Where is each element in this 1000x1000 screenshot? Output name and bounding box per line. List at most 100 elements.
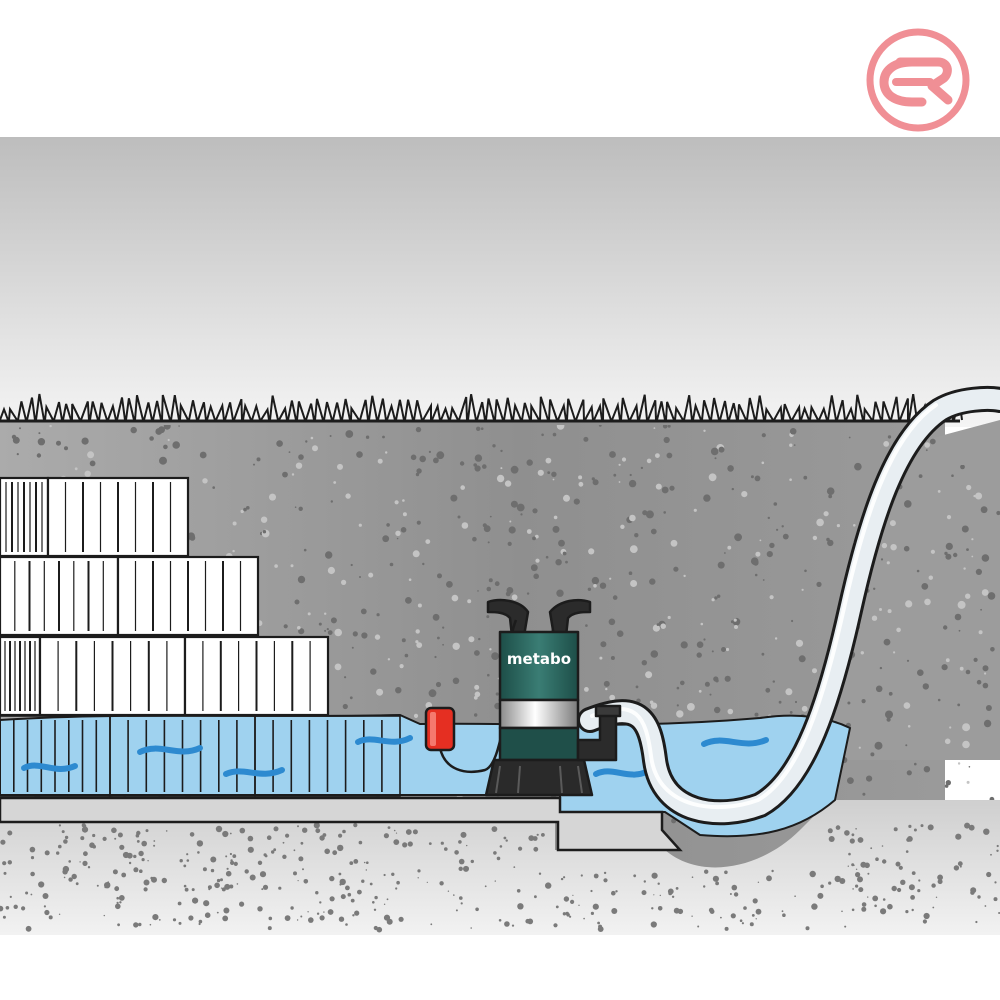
soil-speckle bbox=[347, 892, 352, 897]
soil-speckle bbox=[236, 883, 239, 885]
soil-speckle bbox=[911, 871, 916, 875]
soil-speckle bbox=[220, 878, 223, 882]
soil-speckle bbox=[323, 911, 325, 913]
soil-speckle bbox=[643, 880, 646, 883]
soil-speckle bbox=[905, 600, 913, 608]
soil-speckle bbox=[729, 893, 732, 895]
soil-speckle bbox=[374, 895, 378, 900]
soil-speckle bbox=[271, 850, 275, 854]
soil-speckle bbox=[883, 638, 891, 646]
soil-speckle bbox=[25, 925, 32, 932]
soil-speckle bbox=[510, 500, 518, 508]
soil-speckle bbox=[635, 685, 639, 689]
soil-speckle bbox=[887, 903, 893, 910]
soil-speckle bbox=[286, 918, 289, 921]
soil-speckle bbox=[7, 830, 13, 836]
soil-speckle bbox=[971, 555, 974, 558]
soil-speckle bbox=[663, 436, 670, 444]
soil-speckle bbox=[366, 861, 369, 864]
soil-speckle bbox=[874, 904, 877, 908]
soil-speckle bbox=[891, 885, 897, 892]
soil-speckle bbox=[945, 658, 950, 663]
soil-speckle bbox=[454, 850, 459, 855]
concrete-slab bbox=[0, 796, 683, 852]
soil-speckle bbox=[534, 895, 537, 899]
soil-speckle bbox=[319, 901, 322, 904]
soil-speckle bbox=[37, 438, 46, 446]
soil-speckle bbox=[473, 695, 478, 700]
soil-speckle bbox=[641, 890, 647, 896]
soil-speckle bbox=[488, 578, 493, 583]
soil-speckle bbox=[43, 905, 47, 908]
soil-speckle bbox=[474, 465, 481, 472]
soil-speckle bbox=[964, 822, 971, 829]
soil-speckle bbox=[937, 874, 943, 881]
soil-speckle bbox=[925, 449, 928, 452]
soil-speckle bbox=[373, 908, 377, 911]
soil-speckle bbox=[415, 426, 422, 433]
soil-speckle bbox=[890, 544, 897, 551]
soil-speckle bbox=[739, 919, 743, 922]
soil-speckle bbox=[300, 841, 304, 845]
soil-speckle bbox=[981, 589, 989, 596]
soil-speckle bbox=[711, 650, 714, 653]
soil-speckle bbox=[893, 827, 898, 832]
soil-speckle bbox=[937, 698, 941, 702]
soil-speckle bbox=[874, 741, 883, 750]
soil-speckle bbox=[5, 906, 10, 910]
soil-speckle bbox=[64, 835, 69, 840]
soil-speckle bbox=[693, 508, 697, 512]
soil-speckle bbox=[460, 485, 466, 490]
soil-speckle bbox=[966, 484, 972, 491]
soil-speckle bbox=[931, 883, 936, 888]
soil-speckle bbox=[811, 903, 818, 910]
soil-speckle bbox=[56, 440, 61, 446]
soil-speckle bbox=[565, 560, 568, 564]
soil-speckle bbox=[963, 567, 966, 570]
soil-speckle bbox=[870, 847, 873, 850]
soil-speckle bbox=[141, 840, 147, 847]
soil-speckle bbox=[133, 867, 139, 873]
soil-speckle bbox=[563, 494, 570, 502]
soil-speckle bbox=[496, 474, 505, 483]
soil-speckle bbox=[959, 865, 962, 868]
soil-speckle bbox=[116, 901, 119, 904]
soil-speckle bbox=[870, 752, 875, 757]
soil-speckle bbox=[578, 475, 583, 480]
soil-speckle bbox=[376, 688, 384, 696]
soil-speckle bbox=[741, 922, 745, 925]
soil-speckle bbox=[385, 451, 388, 454]
water-wave-icon bbox=[21, 735, 769, 778]
soil-speckle bbox=[264, 854, 268, 858]
soil-speckle bbox=[62, 869, 68, 875]
soil-speckle bbox=[591, 576, 600, 585]
soil-speckle bbox=[765, 687, 771, 693]
soil-speckle bbox=[223, 907, 230, 914]
soil-speckle bbox=[240, 509, 244, 514]
soil-speckle bbox=[525, 918, 530, 924]
soil-speckle bbox=[667, 888, 674, 895]
soil-speckle bbox=[957, 861, 963, 867]
soil-speckle bbox=[670, 539, 678, 547]
soil-speckle bbox=[68, 877, 73, 882]
soil-speckle bbox=[946, 515, 952, 520]
soil-speckle bbox=[396, 537, 399, 540]
soil-speckle bbox=[734, 625, 738, 629]
soil-speckle bbox=[282, 471, 288, 478]
soil-speckle bbox=[412, 829, 418, 835]
soil-speckle bbox=[214, 882, 220, 889]
soil-speckle bbox=[396, 880, 400, 885]
soil-speckle bbox=[475, 907, 479, 912]
soil-speckle bbox=[455, 909, 458, 912]
soil-speckle bbox=[298, 628, 305, 635]
soil-speckle bbox=[296, 919, 299, 921]
soil-speckle bbox=[782, 913, 786, 917]
sky-background bbox=[0, 137, 1000, 427]
soil-speckle bbox=[38, 432, 41, 435]
soil-speckle bbox=[755, 551, 761, 557]
soil-speckle bbox=[147, 860, 149, 862]
soil-speckle bbox=[696, 641, 704, 648]
soil-speckle bbox=[960, 464, 965, 470]
soil-speckle bbox=[511, 924, 515, 927]
soil-speckle bbox=[89, 842, 95, 848]
